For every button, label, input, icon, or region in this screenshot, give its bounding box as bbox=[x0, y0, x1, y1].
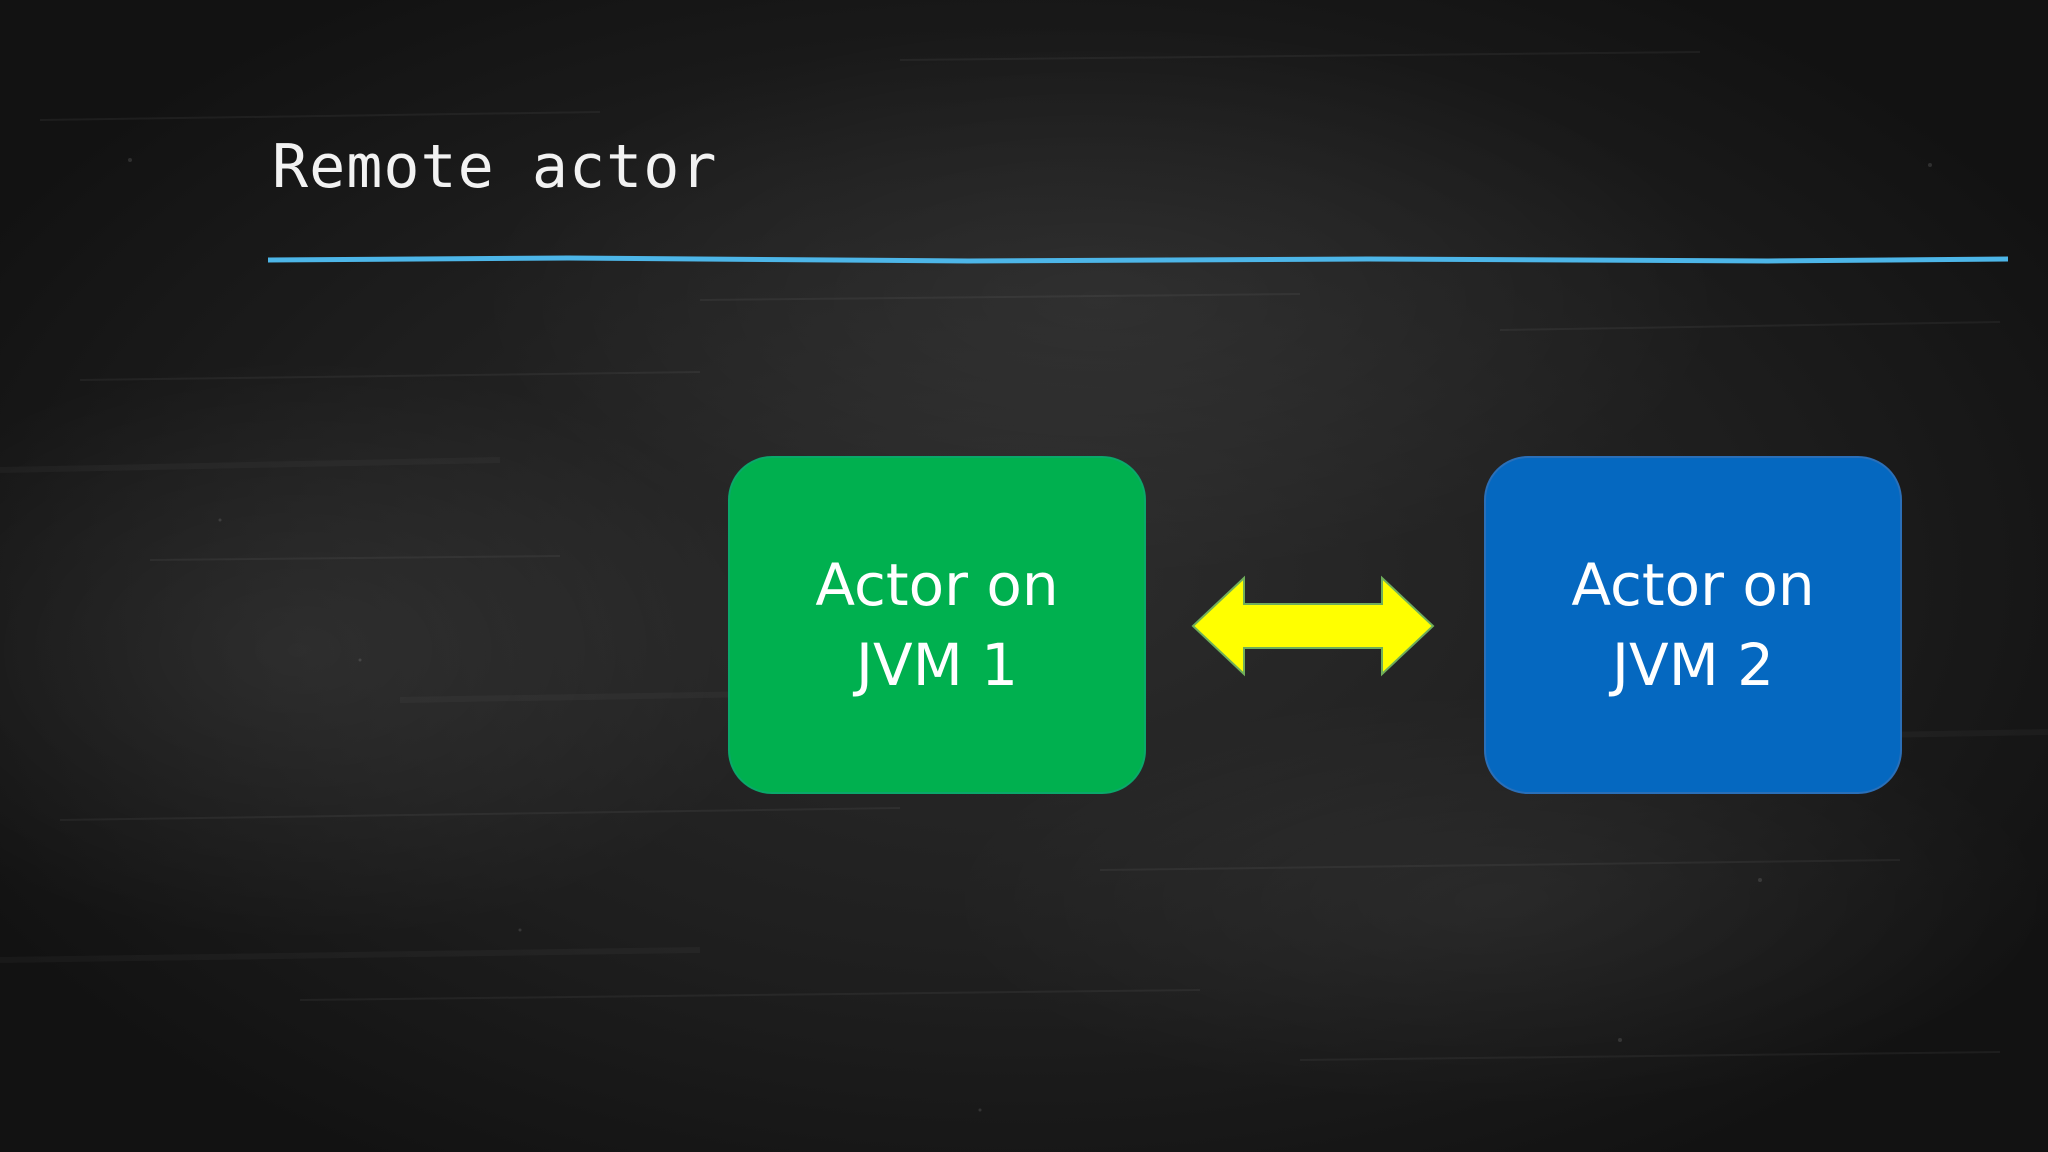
actor-node-jvm1-line1: Actor on bbox=[815, 551, 1059, 619]
actor-node-jvm1: Actor on JVM 1 bbox=[728, 456, 1146, 794]
actor-node-jvm2-line1: Actor on bbox=[1571, 551, 1815, 619]
title-underline bbox=[268, 255, 2008, 264]
actor-node-jvm1-line2: JVM 1 bbox=[855, 631, 1019, 699]
bidirectional-arrow-shape bbox=[1191, 575, 1435, 677]
title-underline-stroke bbox=[268, 255, 2008, 264]
slide-title: Remote actor bbox=[272, 132, 718, 202]
bidirectional-arrow bbox=[1191, 575, 1435, 677]
actor-node-jvm2-line2: JVM 2 bbox=[1611, 631, 1775, 699]
actor-node-jvm2: Actor on JVM 2 bbox=[1484, 456, 1902, 794]
